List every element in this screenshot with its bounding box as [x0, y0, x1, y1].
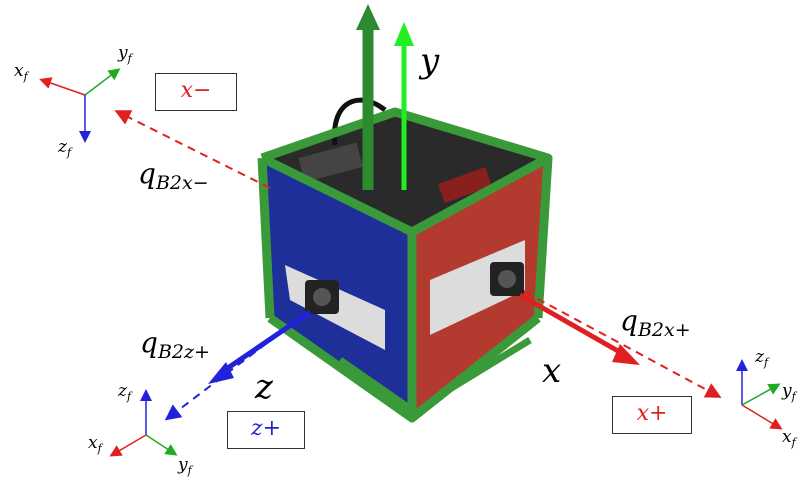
x-plus-box: x+ [612, 396, 692, 434]
z-axis-arrowhead [208, 362, 234, 384]
frame-bl-z-label: zf [117, 381, 133, 403]
frame-r-y-label: yf [781, 381, 798, 403]
coordinate-frame-icon [736, 359, 783, 430]
coordinate-frame-icon [109, 389, 178, 457]
cubesat-model-icon [257, 97, 553, 423]
frame-tl-x-label: xf [14, 61, 30, 83]
coordinate-frame-icon [39, 68, 121, 143]
y-axis-arrowhead [394, 22, 414, 46]
x-axis-label: x [542, 351, 561, 391]
frame-r-x-axis [741, 404, 783, 430]
frame-bottom-rim [267, 314, 541, 423]
z-axis-label: z [254, 367, 274, 407]
frame-r-z-label: zf [754, 347, 770, 369]
frame-r-y-axis [741, 383, 781, 406]
x-axis-arrow [518, 292, 627, 358]
frame-tl-y-axis [84, 68, 121, 96]
frame-bl-x-axis [109, 434, 147, 457]
z-plus-box: z+ [227, 411, 305, 449]
y-axis-dark-arrowhead [356, 4, 380, 30]
frame-tl-z-label: zf [57, 137, 73, 159]
q-b2z-plus-label: qB2z+ [140, 326, 210, 363]
frame-post [533, 157, 553, 319]
x-plus-dashed-line [524, 291, 722, 398]
x-minus-dashed-line [114, 110, 271, 189]
frame-tl-y-label: yf [117, 43, 134, 65]
frame-bl-y-axis [145, 434, 178, 456]
circuit-board [438, 167, 492, 203]
frame-bar [338, 357, 414, 413]
y-axis-label: y [418, 41, 440, 81]
thruster-nozzle [313, 288, 331, 306]
q-b2x-minus-label: qB2x− [138, 157, 209, 194]
q-b2x-plus-label: qB2x+ [620, 304, 691, 341]
thruster-nozzle [498, 270, 516, 288]
frame-bl-x-label: xf [88, 433, 104, 455]
frame-r-x-label: xf [782, 427, 798, 449]
circuit-board [298, 142, 363, 183]
x-minus-box: x− [155, 73, 237, 111]
frame-tl-x-axis [39, 77, 86, 96]
frame-bl-y-label: yf [177, 455, 194, 477]
frame-bar [438, 337, 532, 398]
x-axis-arrowhead [612, 344, 640, 365]
